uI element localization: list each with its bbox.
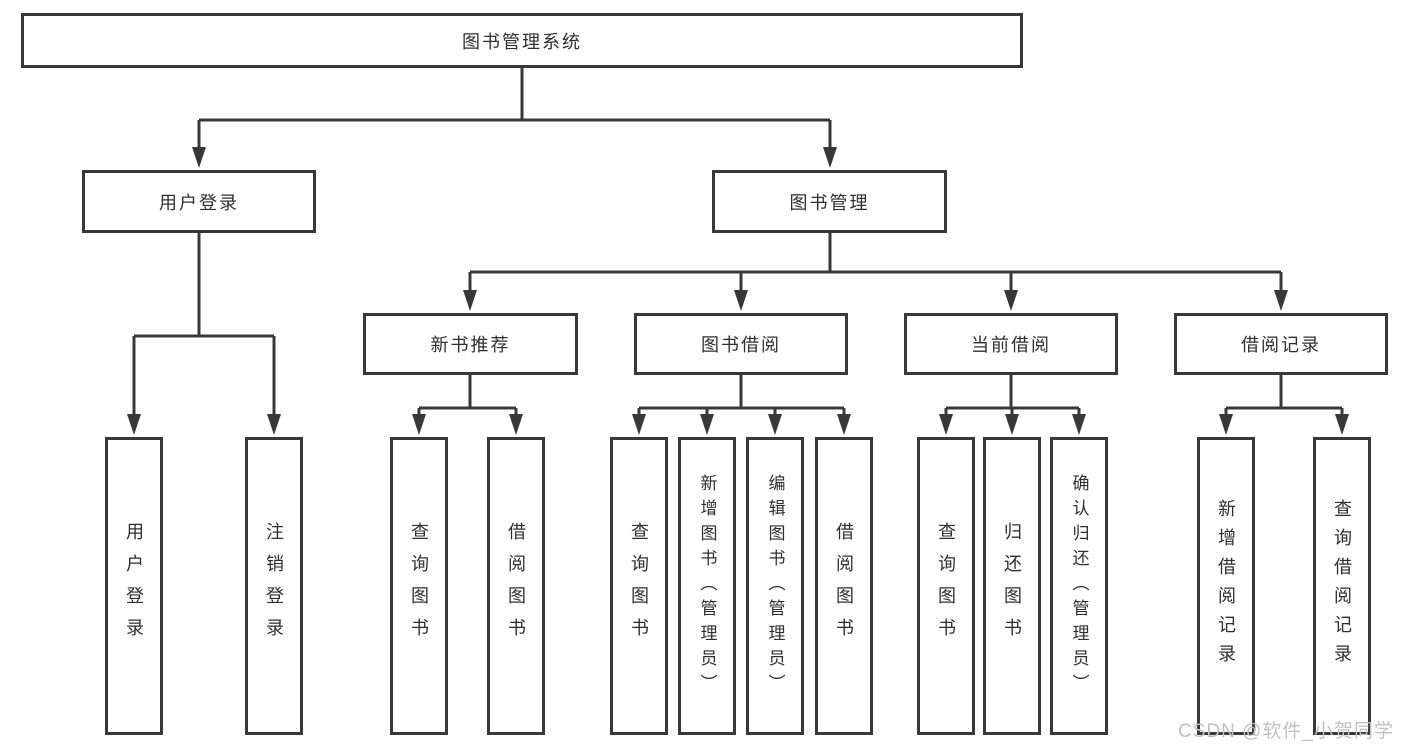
node-borrowing-records: 借阅记录 <box>1174 313 1388 375</box>
node-book-management-label: 图书管理 <box>789 192 870 213</box>
node-leaf-user-login: 用户登录 <box>105 437 163 735</box>
node-leaf-add-borrow-record-label: 新增借阅记录 <box>1216 499 1236 673</box>
node-library-management-system: 图书管理系统 <box>21 13 1023 68</box>
node-leaf-borrow-books-1-label: 借阅图书 <box>506 522 526 650</box>
node-user-login: 用户登录 <box>82 170 316 233</box>
node-leaf-borrow-books-2: 借阅图书 <box>815 437 873 735</box>
node-leaf-borrow-books-2-label: 借阅图书 <box>834 522 854 650</box>
node-leaf-query-books-2: 查询图书 <box>610 437 668 735</box>
node-leaf-logout: 注销登录 <box>245 437 303 735</box>
node-leaf-confirm-return-admin-label: 确认归还（管理员） <box>1069 473 1089 699</box>
node-leaf-edit-books-admin: 编辑图书（管理员） <box>746 437 804 735</box>
node-current-borrowing-label: 当前借阅 <box>971 335 1051 355</box>
node-leaf-query-books-1: 查询图书 <box>390 437 448 735</box>
node-leaf-query-books-2-label: 查询图书 <box>629 522 649 650</box>
node-leaf-user-login-label: 用户登录 <box>124 522 144 650</box>
node-leaf-edit-books-admin-label: 编辑图书（管理员） <box>765 473 785 699</box>
node-book-borrowing-label: 图书借阅 <box>701 335 781 355</box>
node-leaf-add-borrow-record: 新增借阅记录 <box>1197 437 1255 735</box>
node-leaf-borrow-books-1: 借阅图书 <box>487 437 545 735</box>
node-book-management: 图书管理 <box>712 170 947 233</box>
node-leaf-query-borrow-record: 查询借阅记录 <box>1313 437 1371 735</box>
node-leaf-logout-label: 注销登录 <box>264 522 284 650</box>
csdn-watermark: CSDN @软件_小贺同学 <box>1178 721 1394 742</box>
node-leaf-confirm-return-admin: 确认归还（管理员） <box>1050 437 1108 735</box>
node-leaf-query-borrow-record-label: 查询借阅记录 <box>1332 499 1352 673</box>
node-user-login-label: 用户登录 <box>159 192 239 213</box>
node-new-book-recommendation: 新书推荐 <box>363 313 578 375</box>
node-leaf-add-books-admin-label: 新增图书（管理员） <box>697 473 717 699</box>
node-leaf-return-books-label: 归还图书 <box>1002 522 1022 650</box>
node-leaf-query-books-3-label: 查询图书 <box>936 522 956 650</box>
node-leaf-query-books-3: 查询图书 <box>917 437 975 735</box>
node-leaf-query-books-1-label: 查询图书 <box>409 522 429 650</box>
node-current-borrowing: 当前借阅 <box>904 313 1118 375</box>
node-leaf-return-books: 归还图书 <box>983 437 1041 735</box>
node-book-borrowing: 图书借阅 <box>634 313 848 375</box>
node-borrowing-records-label: 借阅记录 <box>1241 335 1321 355</box>
node-library-management-system-label: 图书管理系统 <box>462 31 582 52</box>
node-leaf-add-books-admin: 新增图书（管理员） <box>678 437 736 735</box>
node-new-book-recommendation-label: 新书推荐 <box>430 335 511 355</box>
